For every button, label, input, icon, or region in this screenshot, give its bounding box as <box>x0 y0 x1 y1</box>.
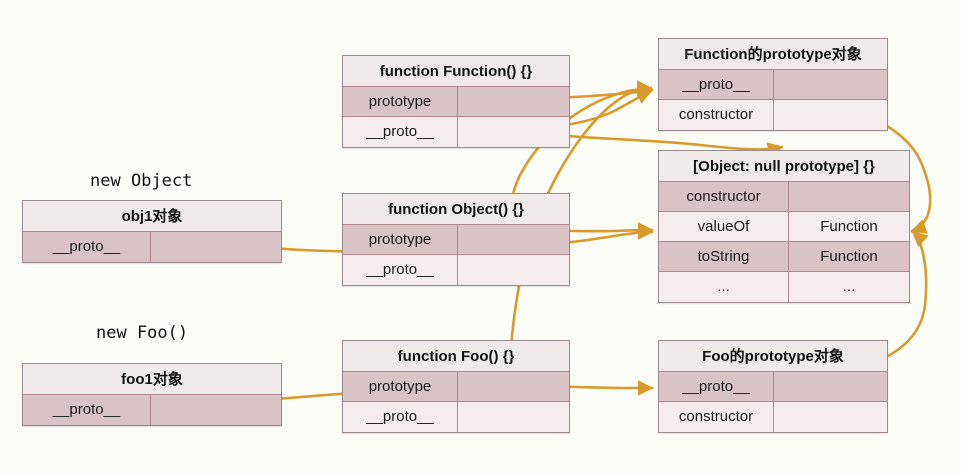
box-obj1: obj1对象 __proto__ <box>22 200 282 263</box>
cell-key: __proto__ <box>659 372 774 401</box>
caption-new-foo: new Foo() <box>96 323 189 343</box>
table-row[interactable]: __proto__ <box>343 402 569 432</box>
table-row[interactable]: prototype <box>343 87 569 117</box>
table-row[interactable]: prototype <box>343 225 569 255</box>
box-foo-prototype-object-header: Foo的prototype对象 <box>659 341 887 372</box>
cell-value <box>458 255 569 285</box>
table-row[interactable]: __proto__ <box>343 117 569 147</box>
box-function-prototype-object: Function的prototype对象 __proto__ construct… <box>658 38 888 131</box>
cell-value <box>774 372 887 401</box>
cell-key: __proto__ <box>343 255 458 285</box>
box-function-function: function Function() {} prototype __proto… <box>342 55 570 148</box>
cell-key: constructor <box>659 100 774 130</box>
cell-value: Function <box>789 242 909 271</box>
cell-key: __proto__ <box>23 395 151 425</box>
table-row[interactable]: toString Function <box>659 242 909 272</box>
cell-key: prototype <box>343 372 458 401</box>
cell-key: __proto__ <box>343 117 458 147</box>
cell-key: toString <box>659 242 789 271</box>
table-row[interactable]: __proto__ <box>659 372 887 402</box>
cell-key: ... <box>659 272 789 302</box>
table-row[interactable]: valueOf Function <box>659 212 909 242</box>
cell-value <box>789 182 909 211</box>
table-row[interactable]: constructor <box>659 182 909 212</box>
cell-value <box>151 395 281 425</box>
box-function-foo-header: function Foo() {} <box>343 341 569 372</box>
cell-value <box>458 87 569 116</box>
cell-value: ... <box>789 272 909 302</box>
box-foo-prototype-object: Foo的prototype对象 __proto__ constructor <box>658 340 888 433</box>
table-row[interactable]: __proto__ <box>23 395 281 425</box>
box-function-function-header: function Function() {} <box>343 56 569 87</box>
box-function-foo: function Foo() {} prototype __proto__ <box>342 340 570 433</box>
box-function-object-header: function Object() {} <box>343 194 569 225</box>
cell-value <box>458 402 569 432</box>
table-row[interactable]: prototype <box>343 372 569 402</box>
table-row[interactable]: constructor <box>659 100 887 130</box>
cell-value: Function <box>789 212 909 241</box>
cell-key: __proto__ <box>659 70 774 99</box>
cell-key: valueOf <box>659 212 789 241</box>
cell-value <box>151 232 281 262</box>
cell-key: constructor <box>659 182 789 211</box>
box-null-prototype-object-header: [Object: null prototype] {} <box>659 151 909 182</box>
box-foo1-header: foo1对象 <box>23 364 281 395</box>
table-row[interactable]: __proto__ <box>659 70 887 100</box>
table-row[interactable]: __proto__ <box>23 232 281 262</box>
cell-value <box>458 372 569 401</box>
cell-key: __proto__ <box>23 232 151 262</box>
caption-new-object: new Object <box>90 171 193 191</box>
box-function-object: function Object() {} prototype __proto__ <box>342 193 570 286</box>
box-null-prototype-object: [Object: null prototype] {} constructor … <box>658 150 910 303</box>
table-row[interactable]: ... ... <box>659 272 909 302</box>
cell-key: __proto__ <box>343 402 458 432</box>
cell-value <box>774 100 887 130</box>
table-row[interactable]: __proto__ <box>343 255 569 285</box>
box-foo1: foo1对象 __proto__ <box>22 363 282 426</box>
box-obj1-header: obj1对象 <box>23 201 281 232</box>
box-function-prototype-object-header: Function的prototype对象 <box>659 39 887 70</box>
cell-key: prototype <box>343 87 458 116</box>
cell-key: constructor <box>659 402 774 432</box>
cell-value <box>774 402 887 432</box>
cell-key: prototype <box>343 225 458 254</box>
table-row[interactable]: constructor <box>659 402 887 432</box>
cell-value <box>458 117 569 147</box>
cell-value <box>458 225 569 254</box>
cell-value <box>774 70 887 99</box>
